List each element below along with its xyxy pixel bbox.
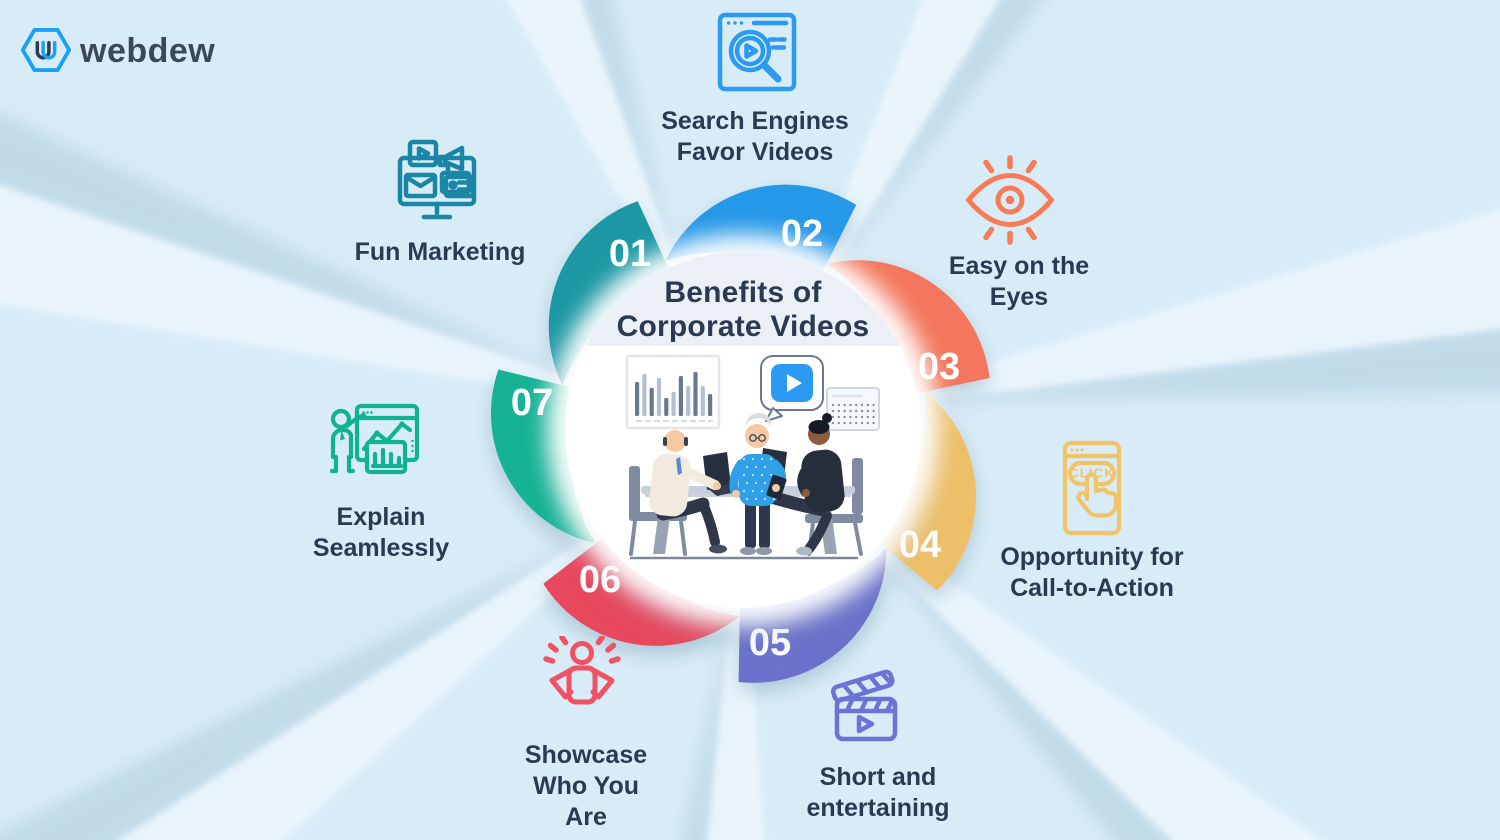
webdew-logo: webdew bbox=[18, 22, 215, 78]
person-confidence-icon bbox=[532, 636, 632, 736]
eye-icon bbox=[960, 150, 1060, 250]
segment-label: Explain Seamlessly bbox=[312, 503, 450, 562]
right-chair bbox=[805, 458, 863, 556]
segment-label: Fun Marketing bbox=[354, 238, 526, 266]
segment-label: Easy on the Eyes bbox=[948, 252, 1090, 311]
standing-presenter bbox=[729, 413, 787, 555]
webdew-wordmark: webdew bbox=[80, 31, 216, 70]
search-video-icon bbox=[707, 6, 807, 106]
segment-label: Search Engines Favor Videos bbox=[661, 107, 849, 166]
segment-number-05: 05 bbox=[749, 622, 791, 664]
video-speech-bubble bbox=[760, 355, 824, 422]
segment-number-06: 06 bbox=[579, 559, 621, 601]
segment-label: Showcase Who You Are bbox=[524, 741, 648, 831]
segment-number-07: 07 bbox=[511, 382, 553, 424]
bar-chart-board bbox=[625, 354, 721, 430]
seated-person-right bbox=[758, 413, 845, 556]
presenter-chart-icon bbox=[326, 397, 426, 497]
meeting-illustration bbox=[625, 354, 880, 560]
segment-number-02: 02 bbox=[781, 213, 823, 255]
petal-05 bbox=[738, 548, 887, 683]
seated-man-left bbox=[649, 430, 727, 554]
clapperboard-icon bbox=[816, 657, 916, 757]
calendar-panel bbox=[826, 387, 880, 431]
petal-04 bbox=[872, 392, 977, 591]
center-title: Benefits of Corporate Videos bbox=[616, 276, 870, 343]
petal-06 bbox=[543, 532, 740, 646]
center-circle: Benefits of Corporate Videos bbox=[565, 252, 921, 608]
segment-number-04: 04 bbox=[899, 524, 941, 566]
segment-number-03: 03 bbox=[918, 346, 960, 388]
segment-label: Opportunity for Call-to-Action bbox=[1000, 543, 1184, 602]
click-cta-icon: CLICK bbox=[1042, 438, 1142, 538]
title-band bbox=[565, 252, 921, 346]
webdew-hexagon-icon bbox=[20, 27, 72, 73]
segment-label: Short and entertaining bbox=[806, 763, 950, 822]
megaphone-monitor-icon bbox=[387, 132, 487, 232]
